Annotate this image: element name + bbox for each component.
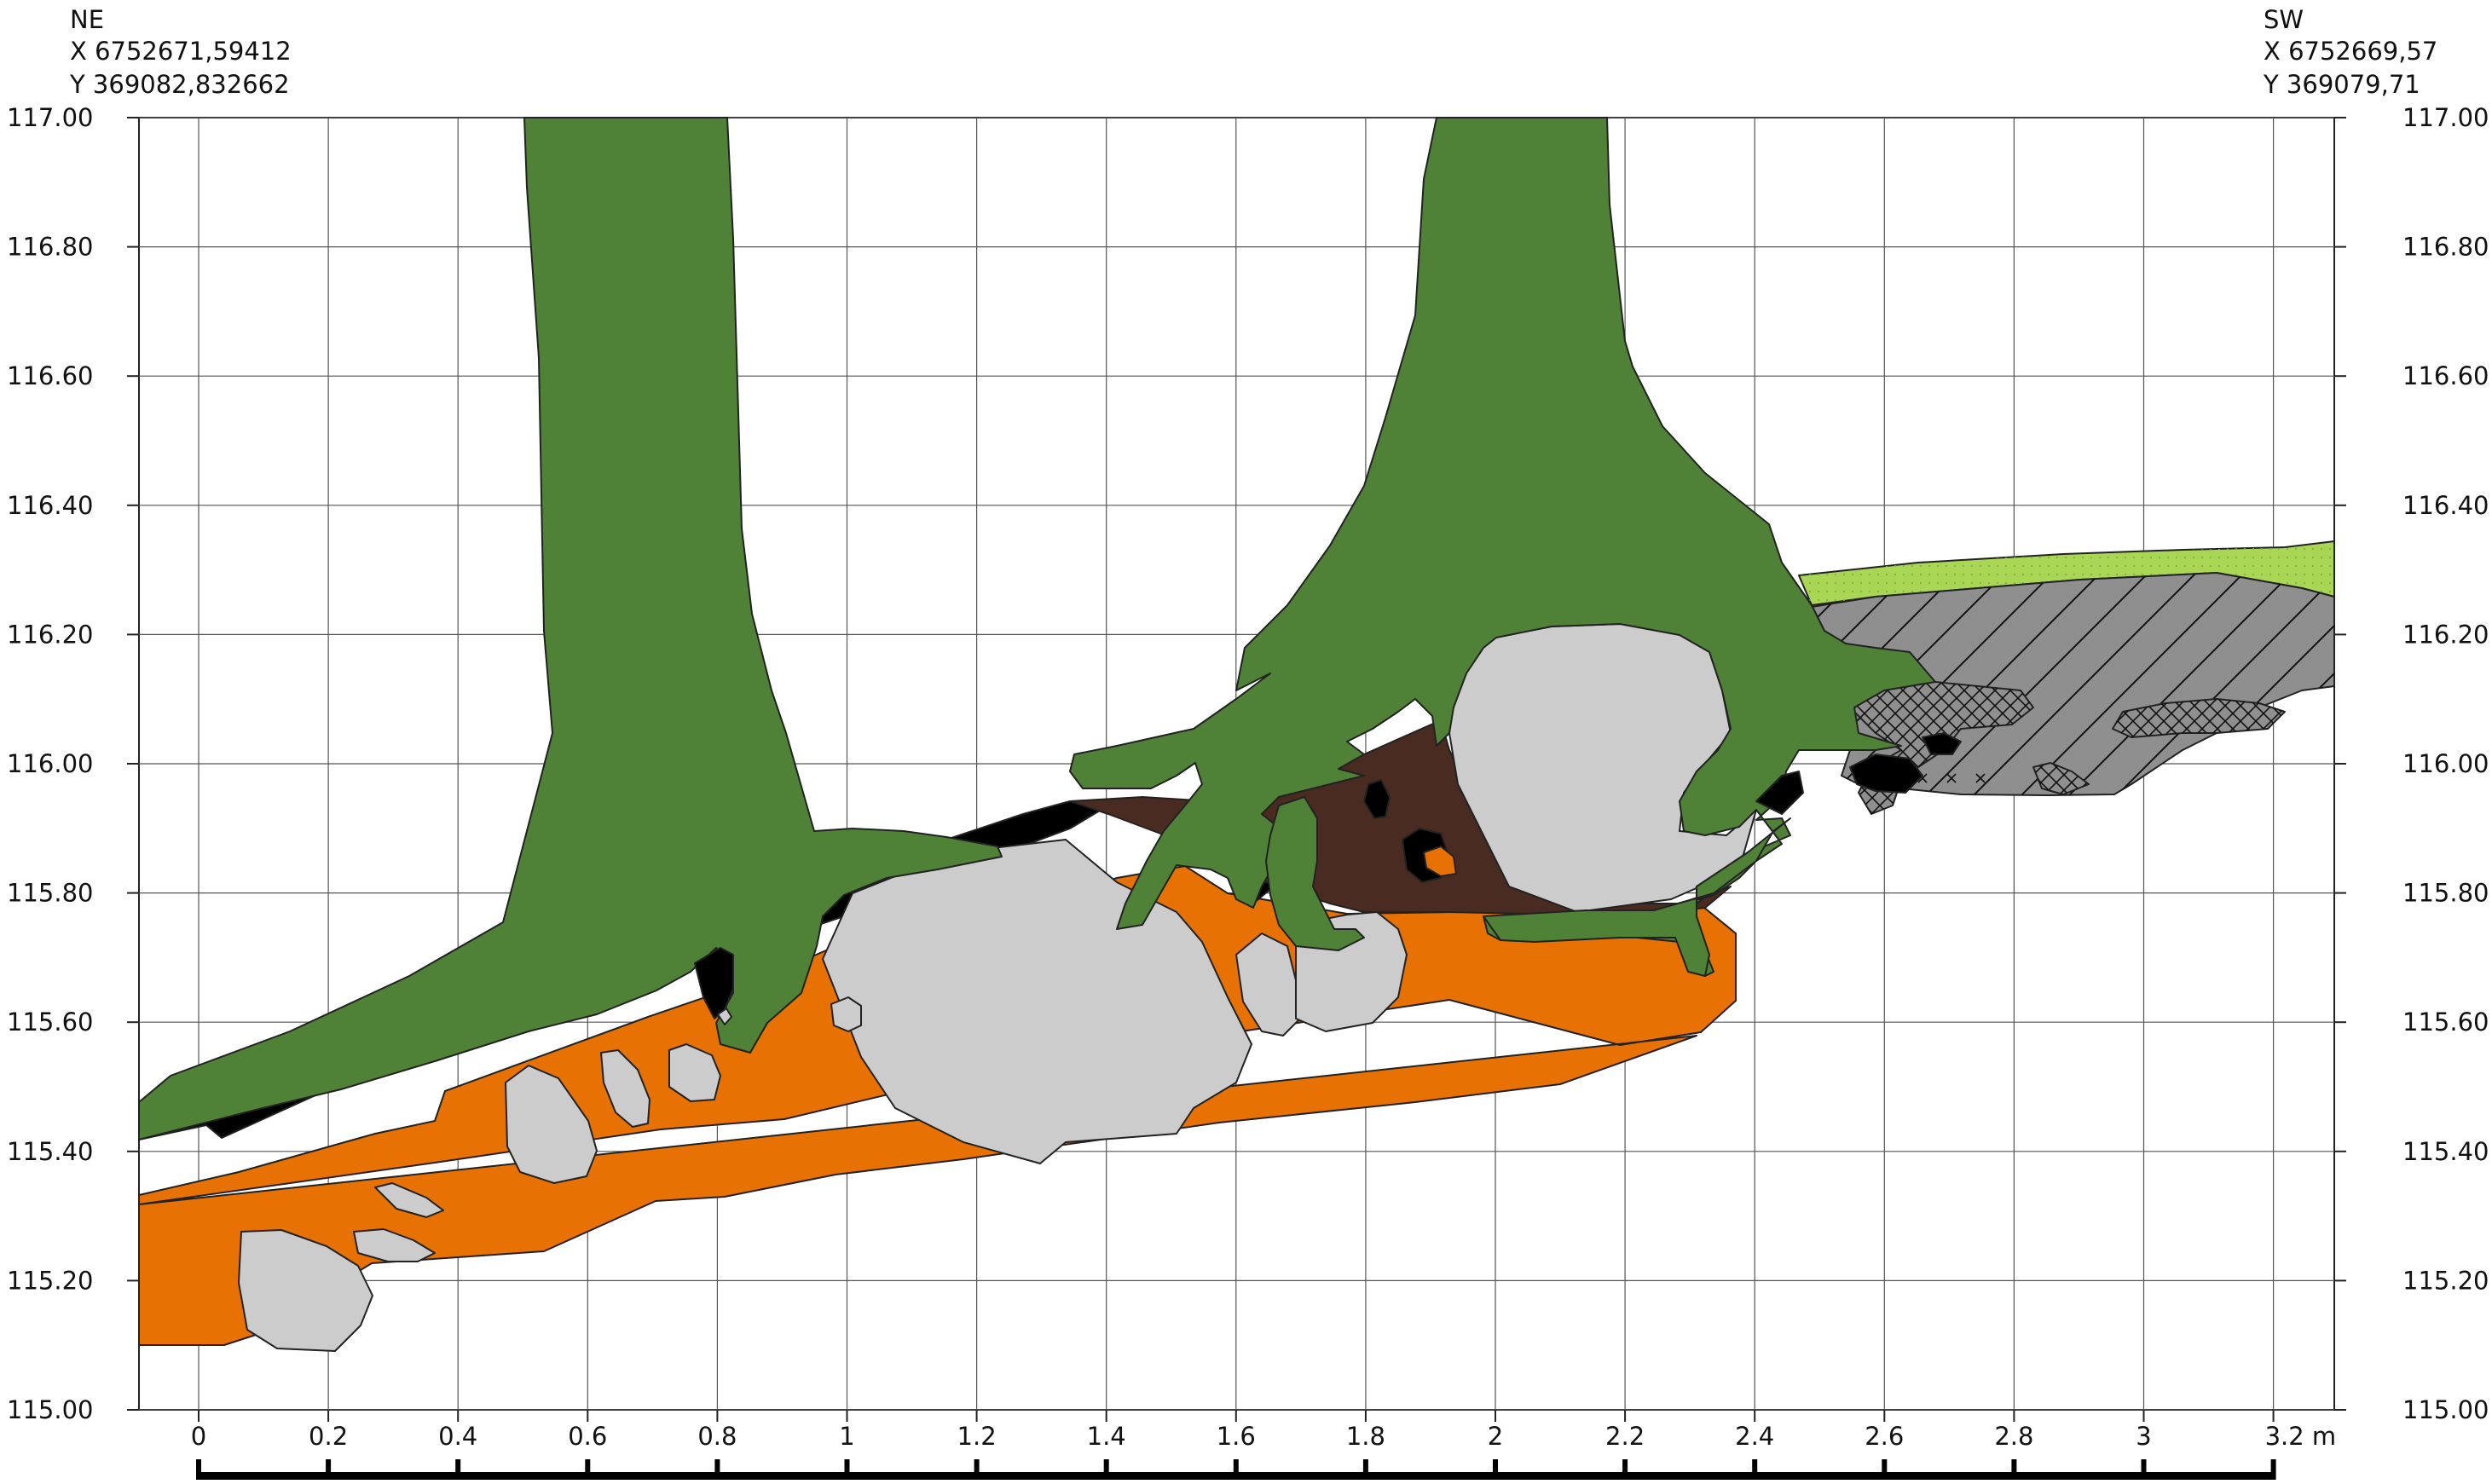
black-lens-right	[1755, 771, 1804, 815]
light-green-layer-dots	[1799, 541, 2334, 605]
scale-bar-tick	[326, 1459, 332, 1480]
stone-4	[374, 1182, 444, 1218]
green-tongue-2	[1483, 817, 1791, 977]
cross-hatched-deposits	[1845, 668, 2286, 815]
y-tick-label-left: 116.80	[7, 233, 93, 262]
header-right-x: X 6752669,57	[2264, 37, 2437, 66]
y-tick-label-left: 116.00	[7, 749, 93, 778]
y-tick-label-left: 115.60	[7, 1008, 93, 1036]
stone-1	[238, 1229, 373, 1352]
scale-bar-tick	[1622, 1459, 1628, 1480]
x-tick-label: 1.4	[1087, 1422, 1126, 1451]
stone-2	[505, 1065, 598, 1184]
x-tick-label: 0.4	[438, 1422, 477, 1451]
charcoal-lens-1	[1922, 732, 1962, 755]
y-tick-label-right: 116.40	[2402, 491, 2489, 520]
y-tick-label-right: 116.80	[2402, 233, 2489, 262]
scale-bar-ticks	[196, 1459, 2276, 1480]
y-tick-label-right: 115.80	[2402, 879, 2489, 908]
scale-bar-tick	[1233, 1459, 1239, 1480]
x-tick-label: 2	[1488, 1422, 1503, 1451]
header-right-direction: SW	[2264, 5, 2304, 34]
y-ticks-left	[127, 117, 139, 1411]
y-axis-labels-left: 117.00 116.80 116.60 116.40 116.20 116.00 115.…	[7, 103, 93, 1424]
scale-bar-tick	[714, 1459, 720, 1480]
x-ticks	[198, 1410, 2275, 1422]
x-tick-label: 3.2 m	[2265, 1422, 2337, 1451]
stone-3	[353, 1228, 436, 1262]
scale-bar-tick	[1493, 1459, 1498, 1480]
x-tick-label: 0.2	[309, 1422, 348, 1451]
green-layer	[138, 117, 1003, 1140]
y-tick-label-left: 116.40	[7, 491, 93, 520]
x-tick-label: 2.6	[1865, 1422, 1904, 1451]
y-tick-label-right: 116.60	[2402, 361, 2489, 390]
stone-6	[668, 1043, 721, 1102]
scale-bar-tick	[2141, 1459, 2147, 1480]
scale-bar-tick	[844, 1459, 850, 1480]
sparse-x-marks	[1901, 759, 1995, 793]
y-ticks-right	[2334, 117, 2346, 1411]
charcoal-lens-2	[1849, 754, 1923, 794]
scale-bar-tick	[585, 1459, 591, 1480]
x-axis-labels: 0 0.2 0.4 0.6 0.8 1 1.2 1.4 1.6 1.8 2 2.2 2.4 2.6 2.8 3…	[191, 1422, 2336, 1451]
y-tick-label-left: 115.40	[7, 1137, 93, 1166]
stone-5	[600, 1049, 650, 1128]
y-tick-label-right: 115.00	[2402, 1395, 2489, 1424]
y-tick-label-right: 117.00	[2402, 103, 2489, 132]
y-tick-label-right: 115.40	[2402, 1137, 2489, 1166]
x-tick-label: 0.8	[697, 1422, 737, 1451]
y-tick-label-left: 116.20	[7, 620, 93, 649]
scale-bar-tick	[974, 1459, 980, 1480]
scale-bar-tick	[1882, 1459, 1888, 1480]
small-orange-lens	[1423, 846, 1457, 877]
scale-bar-tick	[1103, 1459, 1109, 1480]
x-tick-label: 2.4	[1735, 1422, 1774, 1451]
small-black-lens-a	[1363, 779, 1391, 819]
y-tick-label-left: 115.20	[7, 1266, 93, 1295]
stone-tiny	[717, 1008, 732, 1025]
x-tick-label: 0	[191, 1422, 206, 1451]
x-tick-label: 2.8	[1994, 1422, 2033, 1451]
x-tick-label: 1.6	[1217, 1422, 1256, 1451]
x-tick-label: 1	[839, 1422, 854, 1451]
y-axis-labels-right: 117.00 116.80 116.60 116.40 116.20 116.00 115.…	[2402, 103, 2489, 1424]
header-left-x: X 6752671,59412	[70, 37, 292, 66]
y-tick-label-right: 115.20	[2402, 1266, 2489, 1295]
header-left-direction: NE	[70, 5, 104, 34]
scale-bar-tick	[1362, 1459, 1368, 1480]
y-tick-label-left: 116.60	[7, 361, 93, 390]
stone-7	[830, 996, 862, 1032]
scale-bar-tick	[2270, 1459, 2276, 1480]
header-left-y: Y 369082,832662	[69, 70, 290, 99]
y-tick-label-right: 116.20	[2402, 620, 2489, 649]
x-tick-label: 3	[2136, 1422, 2151, 1451]
x-tick-label: 1.8	[1346, 1422, 1385, 1451]
scale-bar-tick	[2011, 1459, 2017, 1480]
scale-bar	[196, 1459, 2276, 1480]
y-tick-label-left: 115.80	[7, 879, 93, 908]
y-tick-label-right: 116.00	[2402, 749, 2489, 778]
x-tick-label: 0.6	[568, 1422, 607, 1451]
scale-bar-tick	[1752, 1459, 1758, 1480]
y-tick-label-left: 115.00	[7, 1395, 93, 1424]
header-right-y: Y 369079,71	[2263, 70, 2420, 99]
green-tongue-1	[1265, 796, 1365, 951]
x-tick-label: 1.2	[957, 1422, 997, 1451]
y-tick-label-left: 117.00	[7, 103, 93, 132]
x-tick-label: 2.2	[1605, 1422, 1645, 1451]
scale-bar-tick	[196, 1459, 201, 1480]
scale-bar-tick	[455, 1459, 461, 1480]
black-spot-left	[694, 947, 734, 1019]
y-tick-label-right: 115.60	[2402, 1008, 2489, 1036]
